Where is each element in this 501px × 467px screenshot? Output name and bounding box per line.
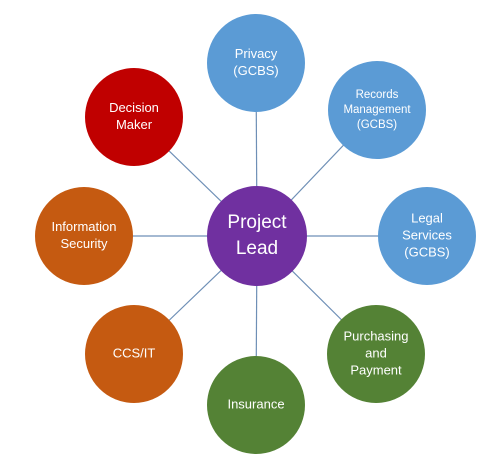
node-information-security-circle	[35, 187, 133, 285]
node-decision-maker-circle	[85, 68, 183, 166]
node-legal-services-label-line-1: Legal	[411, 210, 443, 225]
node-legal-services-circle	[378, 187, 476, 285]
node-legal-services-label-line-3: (GCBS)	[404, 244, 450, 259]
node-records-management-label-line-1: Records	[356, 89, 399, 101]
node-ccs-it-circle	[85, 305, 183, 403]
node-privacy-label-line-1: Privacy	[235, 46, 278, 61]
node-records-management-circle	[328, 61, 426, 159]
node-privacy: Privacy (GCBS)	[207, 14, 305, 112]
node-insurance-label-line-1: Insurance	[227, 396, 284, 411]
center-node-label-line-2: Lead	[236, 238, 278, 259]
node-legal-services-label-line-2: Services	[402, 227, 452, 242]
node-purchasing-and-payment-label-line-1: Purchasing	[343, 328, 408, 343]
node-insurance-circle	[207, 356, 305, 454]
node-information-security-label-line-2: Security	[61, 236, 108, 251]
node-decision-maker-label-line-1: Decision	[109, 100, 159, 115]
node-records-management-label-line-2: Management	[343, 104, 411, 116]
center-node-label-line-1: Project	[227, 212, 287, 233]
node-purchasing-and-payment-circle	[327, 305, 425, 403]
node-decision-maker-label-line-2: Maker	[116, 117, 153, 132]
node-privacy-label-line-2: (GCBS)	[233, 63, 279, 78]
node-information-security-label-line-1: Information	[51, 219, 116, 234]
outer-nodes: Privacy(GCBS)RecordsManagement(GCBS)Lega…	[35, 14, 476, 454]
node-purchasing-and-payment-label-line-3: Payment	[350, 362, 402, 377]
node-records-management-label-line-3: (GCBS)	[357, 119, 397, 131]
center-node-circle	[207, 186, 307, 286]
node-privacy-circle	[207, 14, 305, 112]
node-ccs-it: CCS/IT	[85, 305, 183, 403]
node-ccs-it-label-line-1: CCS/IT	[113, 345, 156, 360]
node-insurance: Insurance	[207, 356, 305, 454]
node-purchasing-and-payment-label-line-2: and	[365, 345, 387, 360]
